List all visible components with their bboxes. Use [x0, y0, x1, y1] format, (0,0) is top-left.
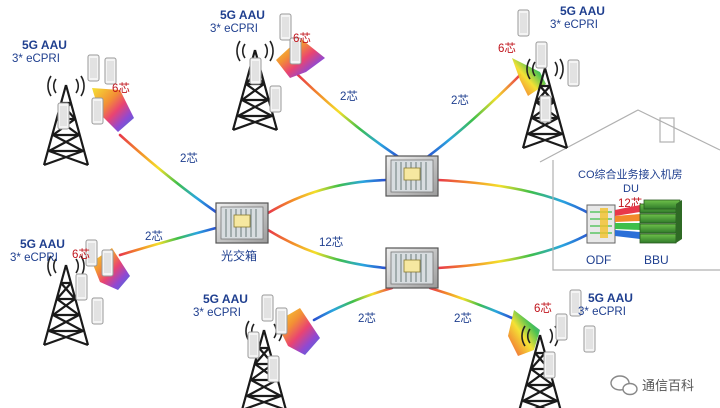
antenna-panel-icon [249, 57, 262, 85]
aau-title: 5G AAU [588, 291, 633, 305]
central-office: CO综合业务接入机房 DU 12芯 ODF B [539, 109, 720, 271]
antenna-panel-icon [269, 85, 282, 113]
antenna-panel-icon [261, 294, 274, 322]
aau-core-count: 6芯 [534, 301, 552, 315]
link-label-top-right: 2芯 [451, 93, 469, 107]
antenna-panel-icon [275, 307, 288, 335]
antenna-panel-icon [87, 54, 100, 82]
fiber-left-lower [118, 226, 218, 257]
aau-ecpri: 3* eCPRI [578, 306, 626, 318]
odf-bbu-patch [615, 205, 640, 239]
antenna-panel-icon [279, 13, 292, 41]
antenna-panel-icon [555, 313, 568, 341]
antenna-panel-icon [104, 57, 117, 85]
aau-ecpri: 3* eCPRI [12, 53, 60, 65]
antenna-panel-icon [583, 325, 596, 353]
link-label-ring: 12芯 [319, 235, 343, 249]
splice-box-upper [385, 155, 439, 197]
aau-core-count: 6芯 [498, 41, 516, 55]
aau-title: 5G AAU [560, 4, 605, 18]
antenna-panel-icon [543, 351, 556, 379]
odf-label: ODF [586, 253, 611, 267]
fiber-ring-upper [266, 178, 388, 215]
fiber-top-right [424, 73, 522, 160]
link-label-left-upper: 2芯 [180, 151, 198, 165]
aau-title: 5G AAU [220, 8, 265, 22]
link-label-bottom-left: 2芯 [358, 311, 376, 325]
aau-core-count: 6芯 [293, 31, 311, 45]
antenna-panel-icon [567, 59, 580, 87]
antenna-panel-icon [535, 41, 548, 69]
fiber-ring-lower [266, 228, 388, 270]
antenna-panel-icon [101, 249, 114, 277]
fiber-bottom-left [312, 286, 394, 322]
wechat-icon [610, 375, 638, 396]
bbu-label: BBU [644, 253, 669, 267]
watermark-text: 通信百科 [642, 378, 694, 393]
antenna-panel-icon [57, 102, 70, 130]
aau-core-count: 6芯 [112, 81, 130, 95]
aau-ecpri: 3* eCPRI [550, 19, 598, 31]
antenna-panel-icon [267, 355, 280, 383]
fiber-fanout [508, 310, 540, 356]
antenna-panel-icon [91, 297, 104, 325]
aau-title: 5G AAU [20, 237, 65, 251]
bbu-stack [639, 199, 682, 244]
aau-ecpri: 3* eCPRI [193, 307, 241, 319]
aau-title: 5G AAU [203, 292, 248, 306]
fiber-links [118, 73, 594, 322]
watermark: 通信百科 [610, 375, 694, 396]
fiber-top-left [296, 73, 402, 160]
du-label: DU [623, 183, 639, 195]
link-label-top-left: 2芯 [340, 89, 358, 103]
aau-title: 5G AAU [22, 38, 67, 52]
fiber-ring-upper-2 [436, 178, 594, 217]
link-label-bottom-right: 2芯 [454, 311, 472, 325]
cabinet-label: 光交箱 [221, 248, 257, 263]
antenna-panel-icon [75, 273, 88, 301]
aau-ecpri: 3* eCPRI [10, 252, 58, 264]
antenna-panel-icon [91, 97, 104, 125]
aau-core-count: 6芯 [72, 247, 90, 261]
antenna-panel-icon [517, 9, 530, 37]
splice-box-lower [385, 247, 439, 289]
fiber-bottom-right [428, 286, 514, 320]
main-cabinet [215, 202, 269, 244]
fiber-ring-lower-2 [436, 230, 594, 270]
link-label-left-lower: 2芯 [145, 229, 163, 243]
antenna-panel-icon [247, 331, 260, 359]
tower-icon [231, 39, 279, 132]
odf-rack [586, 204, 616, 244]
antenna-panel-icon [539, 95, 552, 123]
aau-ecpri: 3* eCPRI [210, 23, 258, 35]
co-title: CO综合业务接入机房 [578, 167, 683, 181]
fiber-left-upper [118, 133, 218, 214]
